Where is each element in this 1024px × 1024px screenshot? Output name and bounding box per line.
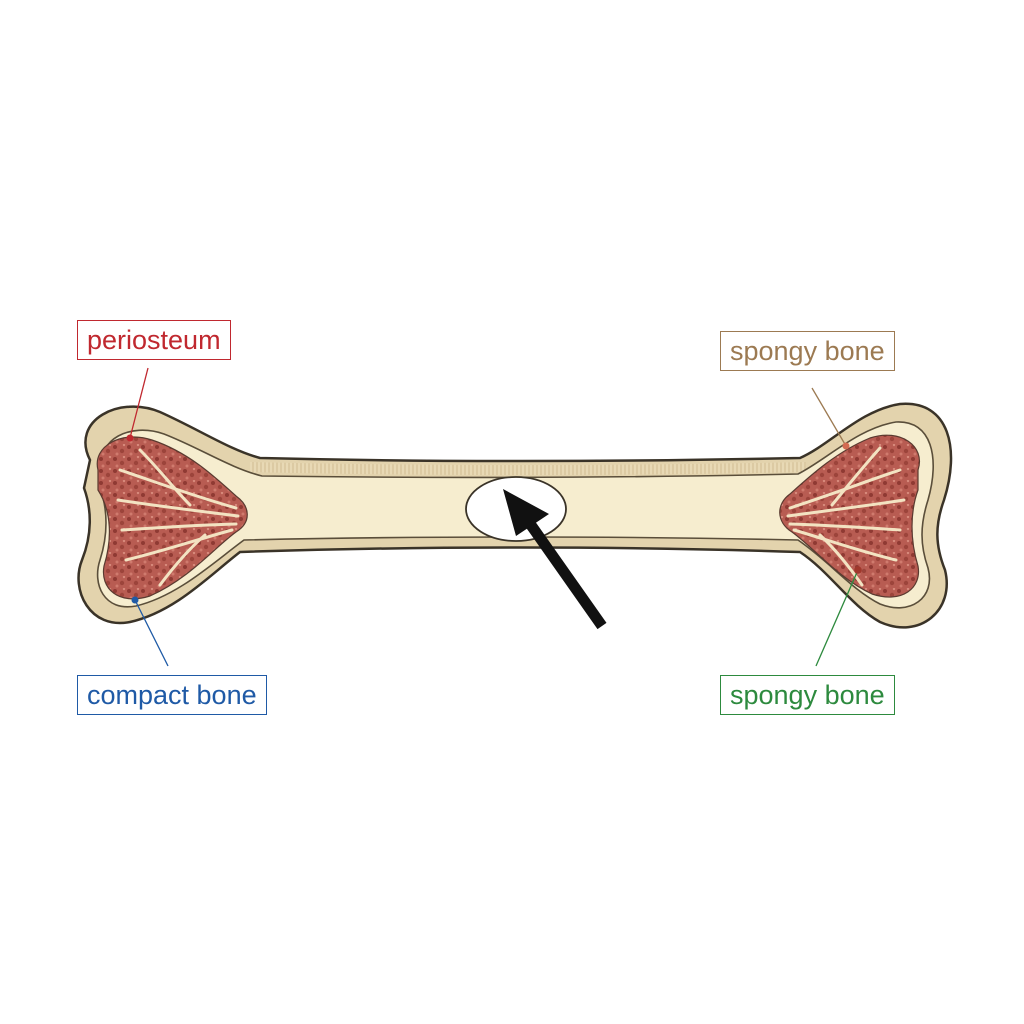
label-spongy-bone-top: spongy bone (720, 331, 895, 371)
right-trabecular-struts (786, 446, 906, 587)
label-spongy-bone-top-text: spongy bone (730, 336, 885, 366)
periosteum-band (250, 462, 806, 475)
spongy-bone-bottom-leader (815, 566, 862, 667)
compact-bone-leader (131, 596, 169, 667)
left-trabecular-struts (116, 448, 240, 587)
label-spongy-bone-bottom-text: spongy bone (730, 680, 885, 710)
label-periosteum-text: periosteum (87, 325, 221, 355)
pointer-arrow (503, 489, 607, 630)
label-compact-bone-text: compact bone (87, 680, 257, 710)
label-compact-bone: compact bone (77, 675, 267, 715)
label-periosteum: periosteum (77, 320, 231, 360)
label-spongy-bone-bottom: spongy bone (720, 675, 895, 715)
spongy-bone-top-leader (811, 387, 850, 450)
periosteum-leader (126, 367, 149, 442)
